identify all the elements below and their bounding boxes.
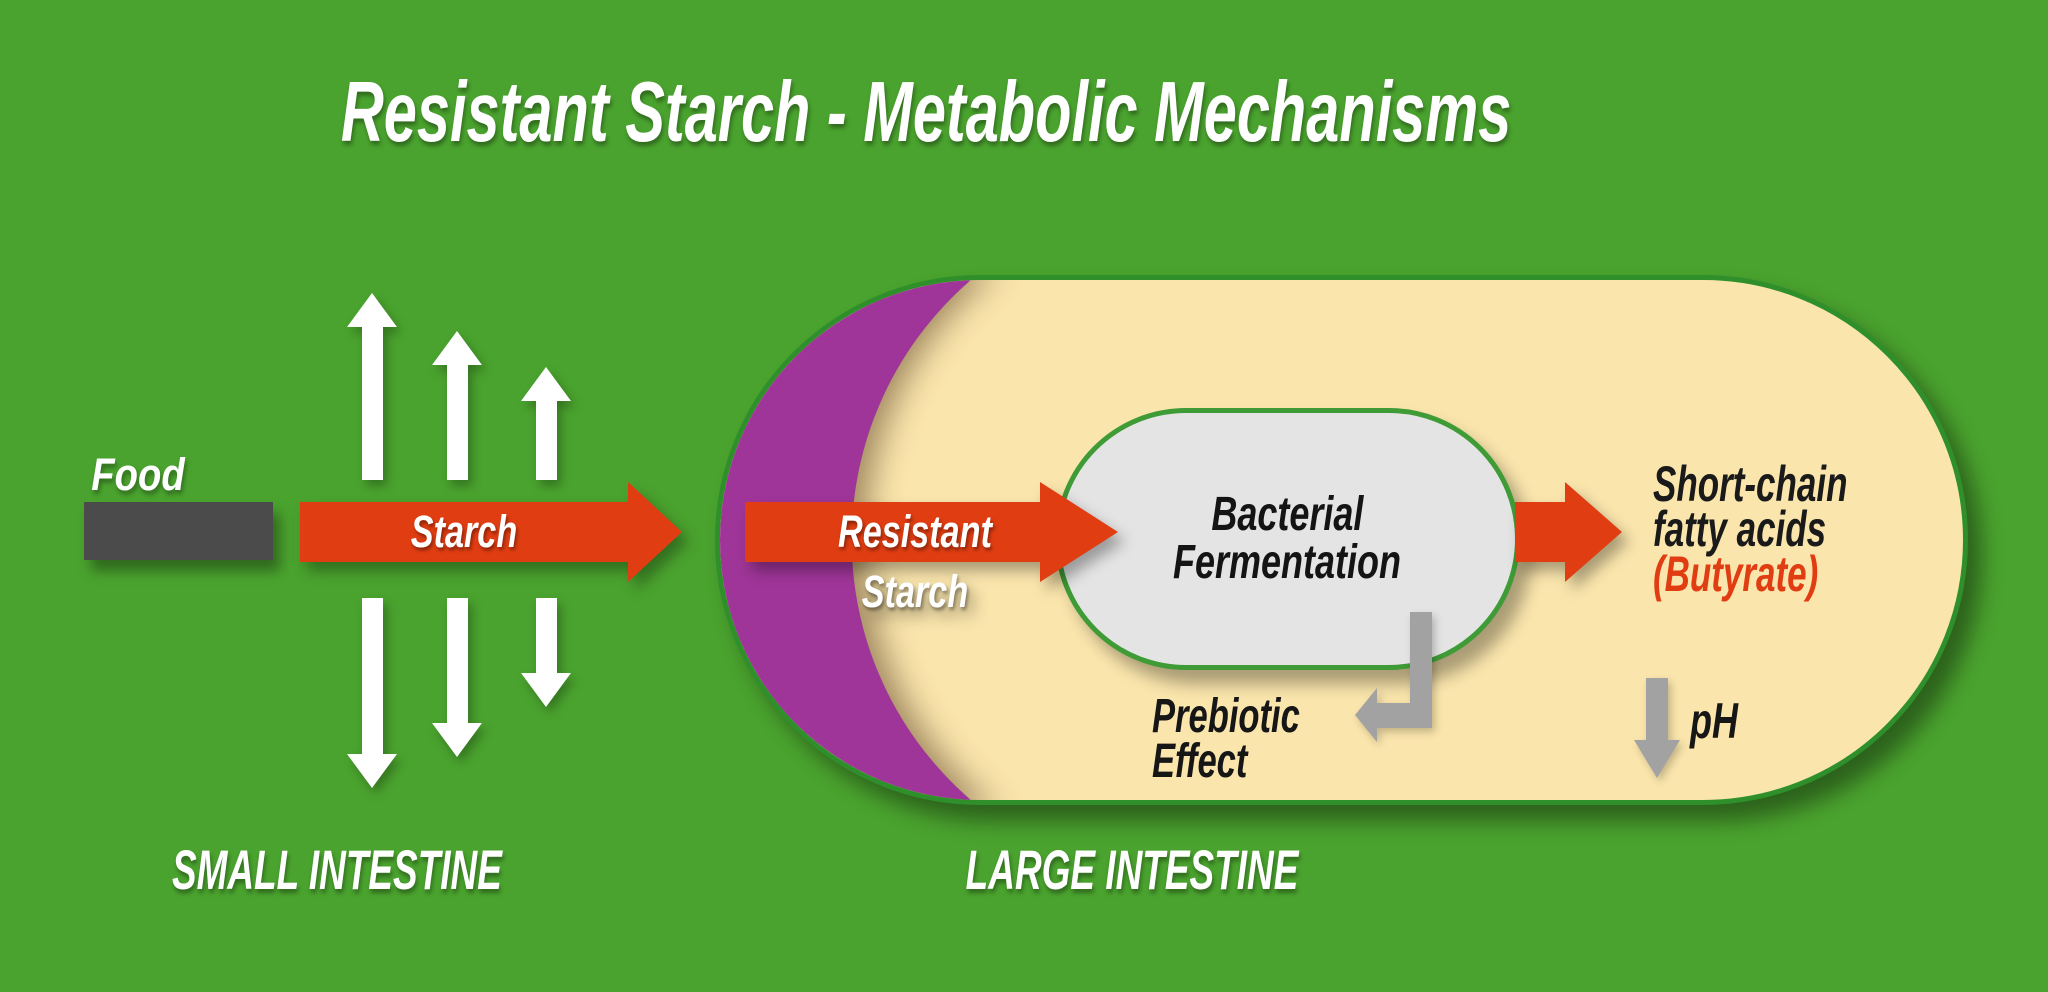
up-arrow-icon [347, 293, 397, 480]
ph-arrow-shaft [1646, 678, 1668, 740]
resistant-starch-arrow-label: Resistant Starch [838, 506, 992, 617]
fermentation-box: Bacterial Fermentation [1055, 408, 1520, 670]
starch-arrow-label: Starch [410, 506, 518, 557]
down-arrow-head [347, 754, 397, 788]
resistant-starch-arrow: Resistant Starch [745, 482, 1118, 617]
elbow-arrow-vertical-shaft [1410, 612, 1432, 728]
ph-arrow-head [1634, 740, 1680, 778]
up-arrow-shaft [535, 401, 557, 480]
down-arrow-icon [521, 598, 571, 707]
scfa-arrow [1515, 482, 1622, 582]
starch-arrow-head [628, 482, 682, 582]
scfa-arrow-body [1515, 502, 1565, 562]
scfa-line3-butyrate: (Butyrate) [1653, 546, 1819, 602]
up-arrow-head [347, 293, 397, 327]
scfa-text-block: Short-chain fatty acids (Butyrate) [1653, 456, 1931, 602]
fermentation-line1: Bacterial [1211, 488, 1364, 541]
down-arrow-icon [347, 598, 397, 788]
up-arrow-icon [432, 331, 482, 480]
down-arrow-shaft [361, 598, 383, 754]
food-block [84, 502, 273, 560]
prebiotic-line1: Prebiotic [1152, 690, 1300, 743]
starch-arrow-body [300, 502, 628, 562]
fermentation-line2: Fermentation [1173, 536, 1402, 589]
page-title: Resistant Starch - Metabolic Mechanisms [340, 65, 1512, 160]
food-label: Food [91, 449, 185, 500]
resistant-starch-arrow-body [745, 502, 1040, 562]
up-arrow-head [521, 367, 571, 401]
scfa-line2: fatty acids [1653, 501, 1827, 557]
up-arrow-head [432, 331, 482, 365]
prebiotic-text-block: Prebiotic Effect [1152, 690, 1357, 788]
starch-arrow: Starch [300, 482, 682, 582]
large-intestine-label: LARGE INTESTINE [965, 838, 1299, 901]
down-arrow-head [432, 723, 482, 757]
scfa-arrow-head [1565, 482, 1622, 582]
elbow-arrow-head [1355, 688, 1377, 742]
prebiotic-elbow-arrow-icon [1355, 612, 1432, 743]
up-arrow-icon [521, 367, 571, 480]
ph-down-arrow-icon [1634, 678, 1680, 778]
down-arrow-head [521, 673, 571, 707]
down-arrow-shaft [446, 598, 468, 723]
ph-label: pH [1690, 693, 1738, 749]
down-arrow-shaft [535, 598, 557, 673]
small-intestine-label: SMALL INTESTINE [171, 838, 502, 901]
resistant-starch-arrow-head [1040, 482, 1118, 582]
scfa-line1: Short-chain [1653, 456, 1848, 512]
up-arrow-shaft [446, 365, 468, 480]
elbow-arrow-horizontal-shaft [1373, 703, 1432, 728]
up-arrow-shaft [361, 327, 383, 480]
down-arrow-icon [432, 598, 482, 757]
prebiotic-line2: Effect [1152, 735, 1248, 788]
